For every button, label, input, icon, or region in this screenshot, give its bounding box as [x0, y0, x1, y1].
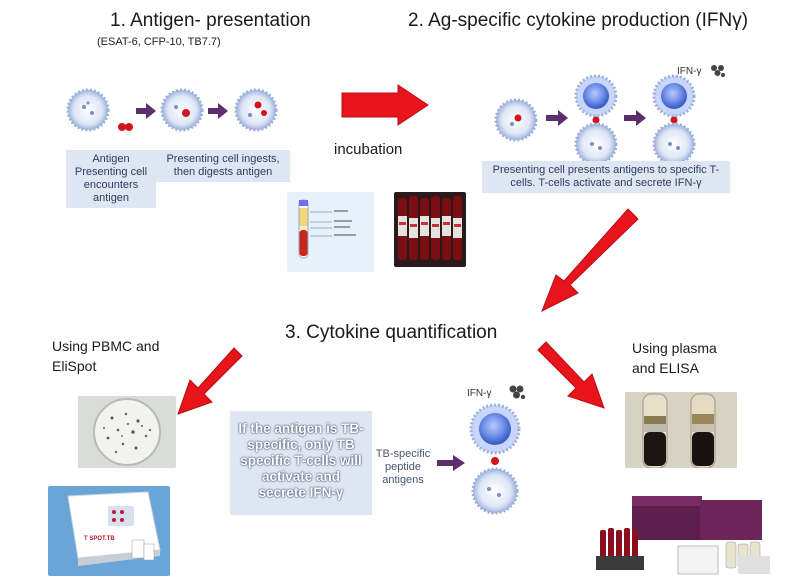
peptide-antigens-label: TB-specific peptide antigens — [375, 448, 431, 486]
red-arrow-down-right-icon — [537, 341, 605, 409]
red-arrow-down-left-icon — [541, 208, 639, 313]
t-cell-activation-diagram — [494, 74, 696, 166]
caption-ingests-antigen: Presenting cell ingests, then digests an… — [156, 150, 290, 182]
tb-specific-note: If the antigen is TB-specific, only TB s… — [230, 411, 372, 515]
ifn-gamma-molecule-icon — [711, 65, 725, 77]
incubation-label: incubation — [334, 141, 403, 158]
kit-label: T SPOT.TB — [84, 536, 115, 542]
cell-icon — [471, 467, 519, 515]
blood-tube-diagram — [287, 192, 374, 272]
step2-title: 2. Ag-specific cytokine production (IFNγ… — [408, 10, 749, 31]
cell-icon — [574, 122, 618, 166]
t-cell-icon — [574, 74, 618, 118]
elisa-kit-photo — [588, 486, 780, 580]
arrow-icon — [208, 103, 228, 119]
blood-tubes-photo — [394, 192, 466, 267]
tspot-kit-photo: T SPOT.TB — [48, 486, 170, 576]
arrow-icon — [546, 110, 568, 126]
t-cell-presentation-diagram — [469, 403, 521, 515]
arrow-icon — [136, 103, 156, 119]
caption-encounters-antigen: Antigen Presenting cell encounters antig… — [66, 150, 156, 208]
antigen-dot — [670, 116, 678, 124]
elispot-plate-photo — [78, 396, 176, 468]
arrow-icon — [437, 455, 465, 471]
caption-present-antigens: Presenting cell presents antigens to spe… — [482, 161, 730, 193]
ifn-gamma-label: IFN-γ — [677, 66, 702, 77]
arrow-icon — [624, 110, 646, 126]
red-arrow-right-icon — [341, 84, 429, 126]
cell-icon — [160, 88, 204, 132]
antigen-dot — [125, 123, 133, 131]
cell-icon — [66, 88, 110, 132]
antigen-list: (ESAT-6, CFP-10, TB7.7) — [97, 36, 221, 48]
pbmc-elispot-label: Using PBMC and EliSpot — [52, 338, 160, 374]
plasma-tubes-photo — [625, 392, 737, 468]
antigen-dot — [592, 116, 600, 124]
t-cell-icon — [652, 74, 696, 118]
plasma-elisa-label: Using plasma and ELISA — [632, 340, 717, 376]
antigen-dot — [491, 457, 499, 465]
step1-title: 1. Antigen- presentation — [110, 10, 311, 31]
antigen-presentation-cells — [66, 88, 278, 132]
ifn-gamma-molecule-icon — [509, 385, 526, 400]
antigen-dot — [118, 123, 126, 131]
cell-icon — [234, 88, 278, 132]
ifn-gamma-label: IFN-γ — [467, 388, 492, 399]
step3-title: 3. Cytokine quantification — [285, 322, 498, 343]
cell-icon — [494, 98, 538, 142]
red-arrow-down-left-icon — [177, 347, 243, 415]
t-cell-icon — [469, 403, 521, 455]
cell-icon — [652, 122, 696, 166]
